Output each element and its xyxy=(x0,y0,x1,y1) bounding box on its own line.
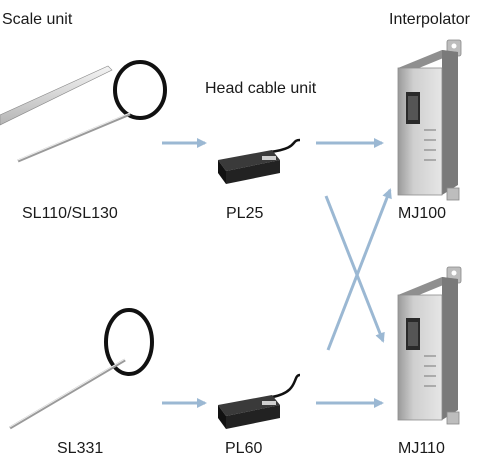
head-cable-unit-top-image xyxy=(218,138,301,184)
head-cable-top xyxy=(269,138,301,154)
head-body-bottom xyxy=(226,405,280,429)
label-interp-top: MJ100 xyxy=(398,205,447,222)
header-interpolator: Interpolator xyxy=(389,11,470,28)
label-interp-bottom: MJ110 xyxy=(398,440,445,457)
scale-tape-bottom xyxy=(9,358,126,430)
scale-unit-bottom-image xyxy=(9,308,154,430)
interpolator-bottom-image xyxy=(397,266,462,425)
scale-tape-top xyxy=(17,112,131,163)
interpolator-body-bottom xyxy=(397,294,443,421)
label-head-bottom: PL60 xyxy=(225,440,263,457)
scale-coil-top xyxy=(113,60,167,120)
scale-coil-bottom xyxy=(104,308,154,376)
interpolator-body-top xyxy=(397,67,443,196)
label-scale-top: SL110/SL130 xyxy=(22,205,118,222)
label-head-top: PL25 xyxy=(226,205,264,222)
connection-arrows xyxy=(162,138,392,408)
label-scale-bottom: SL331 xyxy=(57,440,104,457)
head-cable-bottom xyxy=(271,373,301,399)
header-scale-unit: Scale unit xyxy=(2,11,73,28)
scale-unit-top-image xyxy=(0,60,167,163)
arrow-head-bottom-to-interp-top xyxy=(326,188,392,351)
interpolator-top-image xyxy=(397,39,462,201)
arrow-head-top-to-interp-bottom xyxy=(324,195,385,343)
header-head-cable-unit: Head cable unit xyxy=(205,80,317,97)
scale-bar-top xyxy=(0,65,113,126)
head-body-top xyxy=(226,160,280,184)
head-cable-unit-bottom-image xyxy=(218,373,301,429)
